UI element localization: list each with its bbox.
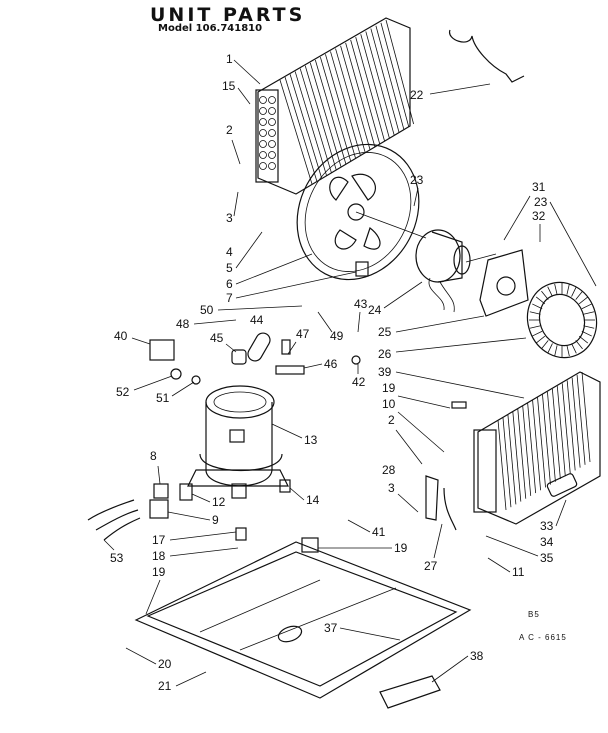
callout-14: 14 — [306, 493, 320, 507]
callout-2b: 2 — [388, 413, 395, 427]
callout-28: 28 — [382, 463, 396, 477]
callout-31: 31 — [532, 180, 546, 194]
callout-50: 50 — [200, 303, 214, 317]
callout-48: 48 — [176, 317, 190, 331]
callout-46: 46 — [324, 357, 338, 371]
callout-1: 1 — [226, 52, 233, 66]
callout-4: 4 — [226, 245, 233, 259]
fan-shroud — [296, 143, 427, 281]
diagram-title: UNIT PARTS — [150, 4, 306, 26]
callout-39: 39 — [378, 365, 392, 379]
condenser-coil — [255, 17, 414, 195]
compressor — [187, 385, 289, 499]
callout-42: 42 — [352, 375, 366, 389]
callout-23: 23 — [410, 173, 424, 187]
callout-47: 47 — [296, 327, 310, 341]
callout-3: 3 — [226, 211, 233, 225]
callout-51: 51 — [156, 391, 170, 405]
callout-43: 43 — [354, 297, 368, 311]
callout-17: 17 — [152, 533, 166, 547]
callouts: 1 15 2 3 4 5 6 7 22 23 31 23 32 24 — [103, 52, 597, 693]
callout-9: 9 — [212, 513, 219, 527]
callout-49: 49 — [330, 329, 344, 343]
motor-mount-bracket — [465, 249, 529, 317]
callout-11: 11 — [512, 565, 525, 579]
callout-2: 2 — [226, 123, 233, 137]
base-pan — [134, 537, 472, 709]
evaporator-coil — [473, 371, 601, 525]
fan-motor — [415, 229, 471, 313]
callout-37: 37 — [324, 621, 338, 635]
callout-5: 5 — [226, 261, 233, 275]
callout-15: 15 — [222, 79, 236, 93]
model-number: Model 106.741810 — [158, 23, 263, 34]
callout-20: 20 — [158, 657, 172, 671]
callout-38: 38 — [470, 649, 484, 663]
bracket-22 — [449, 29, 525, 83]
callout-26: 26 — [378, 347, 392, 361]
callout-7: 7 — [226, 291, 233, 305]
callout-40: 40 — [114, 329, 128, 343]
callout-44: 44 — [250, 313, 264, 327]
callout-13: 13 — [304, 433, 318, 447]
callout-22: 22 — [410, 88, 424, 102]
callout-19c: 41 — [372, 525, 386, 539]
drawing-code: A C - 6615 — [519, 633, 567, 642]
blower-wheel — [526, 281, 598, 359]
callout-33: 33 — [540, 519, 554, 533]
callout-12: 12 — [212, 495, 226, 509]
callout-18: 18 — [152, 549, 166, 563]
callout-21: 21 — [158, 679, 172, 693]
callout-53: 53 — [110, 551, 124, 565]
callout-41: 19 — [394, 541, 408, 555]
callout-45: 45 — [210, 331, 224, 345]
callout-19b: 19 — [152, 565, 166, 579]
callout-52: 52 — [116, 385, 130, 399]
callout-19a: 19 — [382, 381, 396, 395]
callout-8: 8 — [150, 449, 157, 463]
page-code: B5 — [528, 610, 540, 619]
callout-3b: 3 — [388, 481, 395, 495]
callout-24: 24 — [368, 303, 382, 317]
callout-6: 6 — [226, 277, 233, 291]
small-parts — [87, 332, 578, 541]
callout-27: 27 — [424, 559, 438, 573]
callout-34: 34 — [540, 535, 554, 549]
callout-10: 10 — [382, 397, 396, 411]
callout-32: 32 — [532, 209, 546, 223]
callout-23b: 23 — [534, 195, 548, 209]
callout-25: 25 — [378, 325, 392, 339]
callout-35: 35 — [540, 551, 554, 565]
